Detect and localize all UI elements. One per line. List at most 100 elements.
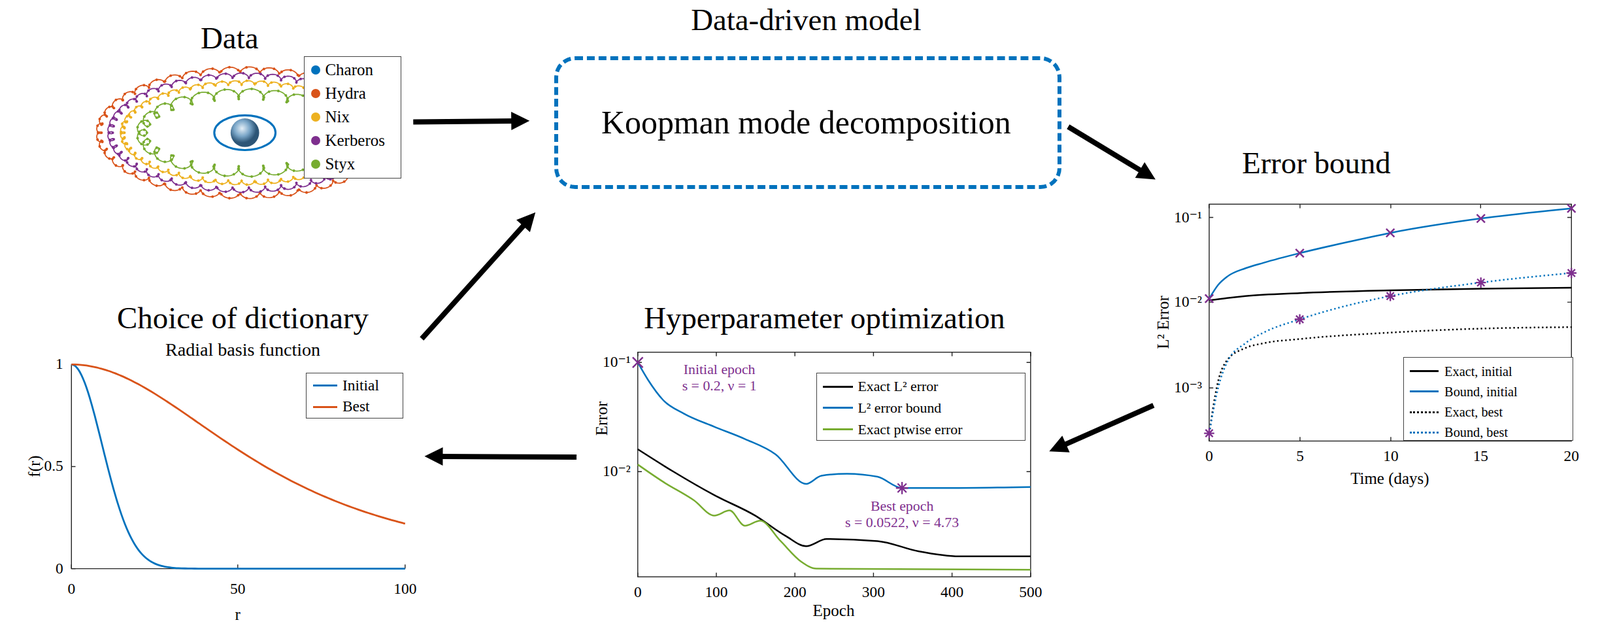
legend-line-sample: [1409, 390, 1439, 393]
tick-label: 1: [55, 355, 64, 373]
orbit-dot: [152, 112, 156, 116]
tick-label: 400: [940, 583, 964, 601]
orbit-dot: [143, 169, 147, 173]
orbit-dot: [183, 181, 187, 185]
orbit-dot: [155, 151, 159, 155]
orbit-dot: [309, 178, 313, 182]
axes-box: [637, 352, 1031, 577]
panel: Choice of dictionaryRadial basis functio…: [25, 296, 419, 628]
orbit-dot: [107, 105, 111, 108]
orbit-dot: [280, 192, 284, 195]
orbit-dot: [155, 111, 159, 114]
legend-text: Initial: [342, 377, 380, 395]
panel-heading: Error bound: [1241, 146, 1391, 181]
legend-line-sample: [1409, 411, 1439, 414]
orbit-dot: [149, 110, 152, 114]
orbit-dot: [277, 89, 280, 93]
orbit-dot: [178, 74, 182, 78]
orbit-dot: [247, 186, 251, 189]
orbit-dot: [156, 105, 159, 108]
orbit-dot: [129, 146, 133, 150]
orbit-dot: [240, 179, 244, 182]
tick-label: 0: [67, 580, 76, 598]
orbit-dot: [292, 175, 295, 179]
orbit-dot: [203, 82, 207, 85]
orbit-dot: [134, 87, 138, 91]
orbit-dot: [124, 103, 127, 106]
orbit-dot: [131, 90, 134, 94]
orbit-dot: [132, 97, 136, 100]
orbit-dot: [284, 94, 287, 97]
tick-label: 10: [1383, 447, 1399, 465]
orbit-dot: [175, 88, 178, 92]
legend-line-sample: [822, 406, 853, 409]
orbit-dot: [103, 149, 107, 152]
orbit-dot: [148, 160, 151, 164]
orbit-dot: [167, 91, 170, 95]
orbit-dot: [298, 74, 301, 78]
orbit-dot: [190, 96, 194, 100]
orbit-dot: [236, 194, 240, 197]
orbit-dot: [181, 86, 184, 89]
orbit-dot: [212, 166, 216, 170]
orbit-dot: [329, 184, 333, 187]
orbit-dot: [120, 122, 124, 125]
legend-swatch: [311, 65, 321, 75]
orbit-dot: [292, 93, 296, 97]
orbit-dot: [245, 79, 248, 83]
orbit-dot: [107, 130, 111, 134]
legend-text: Exact ptwise error: [857, 421, 963, 438]
orbit-dot: [125, 147, 129, 151]
annotation: s = 0.2, ν = 1: [682, 377, 757, 394]
orbit-dot: [111, 105, 114, 108]
orbit-dot: [145, 162, 148, 166]
orbit-dot: [143, 133, 146, 137]
orbit-dot: [237, 167, 240, 171]
orbit-dot: [194, 70, 198, 74]
orbit-dot: [299, 184, 302, 188]
legend-box: Exact, initialBound, initialExact, bestB…: [1403, 356, 1574, 441]
tick-label: 10⁻¹: [602, 353, 631, 371]
orbit-dot: [278, 179, 282, 182]
orbit-dot: [143, 128, 146, 131]
orbit-dot: [135, 136, 139, 140]
orbit-dot: [197, 91, 200, 95]
orbit-dot: [111, 145, 115, 149]
tick-mark: [71, 466, 76, 467]
orbit-dot: [163, 101, 167, 105]
orbit-dot: [135, 94, 138, 98]
orbit-dot: [190, 166, 194, 169]
tick-label: 10⁻²: [602, 462, 631, 480]
panel-text: Radial basis function: [165, 339, 321, 361]
orbit-dot: [112, 156, 116, 159]
orbit-dot: [200, 78, 203, 82]
orbit-dot: [292, 185, 296, 189]
orbit-dot: [118, 108, 121, 112]
orbit-dot: [215, 92, 218, 95]
orbit-dot: [286, 162, 289, 166]
orbit-dot: [197, 171, 200, 174]
orbit-dot: [147, 176, 151, 180]
legend-text: Exact L² error: [857, 378, 938, 395]
cross-marker: [1295, 249, 1304, 257]
orbit-dot: [211, 195, 214, 199]
orbit-dot: [142, 179, 146, 182]
legend-text: Bound, initial: [1444, 384, 1518, 399]
legend-text: Exact, best: [1444, 404, 1503, 419]
orbit-dot: [199, 73, 202, 77]
orbit-dot: [145, 94, 149, 98]
orbit-dot: [181, 186, 184, 189]
orbit-dot: [145, 124, 149, 128]
orbit-dot: [215, 75, 219, 79]
tick-label: 10⁻²: [1173, 293, 1202, 311]
orbit-dot: [152, 150, 156, 153]
orbit-dot: [143, 115, 146, 118]
orbit-dot: [125, 142, 129, 146]
orbit-dot: [218, 191, 221, 195]
legend-line-sample: [1409, 369, 1439, 372]
orbit-dot: [207, 188, 210, 192]
orbit-dot: [245, 66, 248, 69]
orbit-dot: [262, 98, 265, 101]
orbit-dot: [123, 92, 127, 96]
